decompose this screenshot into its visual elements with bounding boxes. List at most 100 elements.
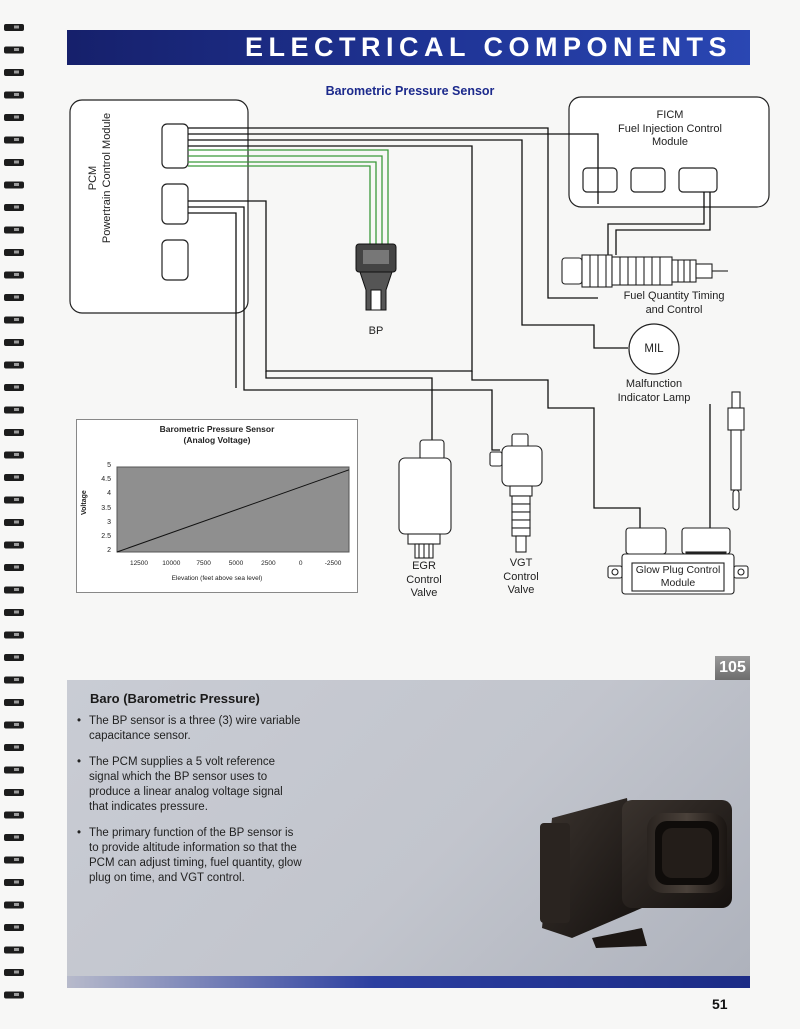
binding-hole [14,633,19,636]
graph-plot [116,466,350,553]
binding-hole [14,543,19,546]
binding-hole [14,723,19,726]
page-number: 51 [712,996,728,1012]
bp-sensor-photo [540,798,732,948]
ficm-connector-3 [678,167,718,193]
binding-hole [14,138,19,141]
ficm-label: FICM Fuel Injection Control Module [590,109,750,150]
wiring [188,127,711,528]
binding-hole [14,453,19,456]
ficm-name: Fuel Injection Control Module [618,122,722,149]
y-tick-label: 4.5 [101,476,111,484]
x-tick-label: 5000 [228,560,244,567]
binding-hole [14,520,19,524]
injector-icon [561,254,728,288]
bullet-item: The BP sensor is a three (3) wire variab… [75,714,305,744]
graph-title-line2: (Analog Voltage) [183,435,251,445]
binding-hole [14,70,19,74]
x-tick-label: 0 [298,560,303,567]
pcm-box [69,99,249,314]
y-tick-label: 5 [107,462,111,469]
binding-hole [14,655,19,659]
section-title: ELECTRICAL COMPONENTS [244,32,732,62]
ficm-abbr: FICM [656,109,684,121]
binding-hole [14,475,19,479]
graph-title-line1: Barometric Pressure Sensor [159,424,275,434]
y-tick-label: 3 [107,518,111,526]
x-tick-label: 12500 [129,560,149,567]
egr-valve-icon [398,439,452,559]
glow-module-label: Glow Plug Control Module [635,564,721,589]
vgt-label: VGT Control Valve [503,557,539,596]
binding-hole [14,48,19,51]
pcm-label: PCM Powertrain Control Module [86,88,114,268]
binding-hole [14,363,19,366]
y-tick-label: 3.5 [101,504,111,512]
pcm-connector-3 [161,239,189,281]
binding-hole [14,813,19,816]
binding-hole [14,93,19,96]
panel-bottom-band [67,976,750,988]
binding-hole [14,565,19,569]
page-tab-105: 105 [715,656,750,680]
binding-hole [14,903,19,906]
binding-hole [14,408,19,411]
binding-hole [14,678,19,681]
binding-hole [14,835,19,839]
binding-hole [14,993,19,996]
bp-sensor-icon [355,243,397,311]
bullet-item: The primary function of the BP sensor is… [75,826,305,886]
binding-hole [14,700,19,704]
binding-hole [14,948,19,951]
vgt-valve-icon [489,433,543,553]
binding-hole [14,588,19,591]
binding-hole [14,295,19,299]
diagram-subtitle: Barometric Pressure Sensor [325,84,495,98]
binding-hole [14,880,19,884]
voltage-graph: Barometric Pressure Sensor (Analog Volta… [76,419,358,593]
wiring-diagram [69,96,770,595]
binding-hole [14,228,19,231]
y-tick-label: 2.5 [101,532,111,540]
x-tick-label: -2500 [324,560,342,567]
ficm-connector-1 [582,167,618,193]
panel-title: Baro (Barometric Pressure) [90,691,260,706]
binding-hole [14,250,19,254]
bullet-list: The BP sensor is a three (3) wire variab… [75,714,305,897]
binding-hole [14,273,19,276]
ficm-connector-2 [630,167,666,193]
glow-plug-icon [727,391,745,511]
x-tick-label: 7500 [196,560,211,567]
glow-plug-module-icon [607,527,749,595]
y-tick-label: 2 [107,547,111,554]
green-wires [188,149,389,248]
pcm-name: Powertrain Control Module [101,112,113,244]
binding-hole [14,858,19,861]
binding-hole [14,115,19,119]
binding-hole [14,160,19,164]
binding-hole [14,25,19,29]
voltage-line [116,469,350,553]
binding-hole [14,183,19,186]
pcm-connector-1 [161,123,189,169]
binding-hole [14,768,19,771]
bp-label: BP [368,325,384,337]
binding-hole [14,498,19,501]
binding-hole [14,318,19,321]
injector-label: Fuel Quantity Timing and Control [623,290,725,316]
binding-hole [14,970,19,974]
binding-hole [14,925,19,929]
pcm-connector-2 [161,183,189,225]
mil-lamp-icon [628,323,680,375]
binding-hole [14,745,19,749]
mil-label: MIL [644,343,664,355]
spiral-binding [4,24,24,999]
y-tick-label: 4 [107,490,111,498]
graph-title: Barometric Pressure Sensor (Analog Volta… [77,424,357,446]
bullet-item: The PCM supplies a 5 volt reference sign… [75,755,305,815]
binding-hole [14,790,19,794]
section-header: ELECTRICAL COMPONENTS [67,30,750,65]
binding-hole [14,340,19,344]
binding-hole [14,205,19,209]
